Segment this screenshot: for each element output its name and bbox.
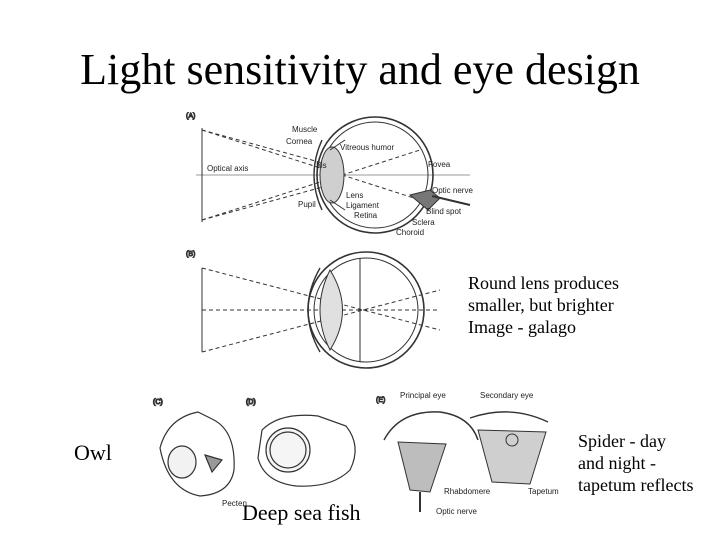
- label-optic-nerve: Optic nerve: [432, 186, 473, 195]
- label-secondary-eye: Secondary eye: [480, 391, 534, 400]
- panel-a-human-eye: (A): [186, 113, 471, 234]
- label-lens: Lens: [346, 191, 363, 200]
- label-iris: Iris: [316, 161, 327, 170]
- label-retina: Retina: [354, 211, 378, 220]
- panel-b-galago-eye: (B): [186, 251, 441, 369]
- label-fovea: Fovea: [428, 160, 451, 169]
- label-rhabdomere: Rhabdomere: [444, 487, 491, 496]
- label-pecten: Pecten: [222, 499, 247, 508]
- label-pupil: Pupil: [298, 200, 316, 209]
- label-sclera: Sclera: [412, 218, 435, 227]
- caption-round-lens-line-1: Round lens produces: [468, 273, 619, 293]
- caption-round-lens-line-3: Image - galago: [468, 317, 576, 337]
- label-cornea: Cornea: [286, 137, 313, 146]
- label-tapetum: Tapetum: [528, 487, 559, 496]
- panel-e-spider-eyes: (E): [376, 397, 549, 512]
- caption-spider: Spider - day and night - tapetum reflect…: [578, 430, 693, 496]
- caption-owl: Owl: [74, 440, 112, 465]
- panel-label-a: (A): [186, 113, 195, 120]
- label-blind-spot: Blind spot: [426, 207, 462, 216]
- panel-label-c: (C): [153, 399, 163, 406]
- panel-label-d: (D): [246, 399, 256, 406]
- caption-spider-line-1: Spider - day: [578, 431, 666, 451]
- slide-title: Light sensitivity and eye design: [80, 45, 640, 94]
- label-choroid: Choroid: [396, 228, 424, 237]
- label-muscle: Muscle: [292, 125, 318, 134]
- label-ligament: Ligament: [346, 201, 380, 210]
- caption-deep-sea-fish: Deep sea fish: [242, 500, 361, 525]
- panel-label-e: (E): [376, 397, 385, 404]
- label-vitreous: Vitreous humor: [340, 143, 394, 152]
- caption-round-lens-line-2: smaller, but brighter: [468, 295, 614, 315]
- panel-d-deep-sea-fish-eye: (D): [245, 398, 356, 487]
- caption-round-lens: Round lens produces smaller, but brighte…: [468, 272, 619, 338]
- label-optical-axis: Optical axis: [207, 164, 248, 173]
- panel-label-b: (B): [186, 251, 195, 258]
- label-principal-eye: Principal eye: [400, 391, 446, 400]
- label-optic-nerve-spider: Optic nerve: [436, 507, 477, 516]
- caption-spider-line-2: and night -: [578, 453, 656, 473]
- panel-c-owl-eye: (C): [152, 398, 235, 497]
- caption-spider-line-3: tapetum reflects: [578, 475, 694, 495]
